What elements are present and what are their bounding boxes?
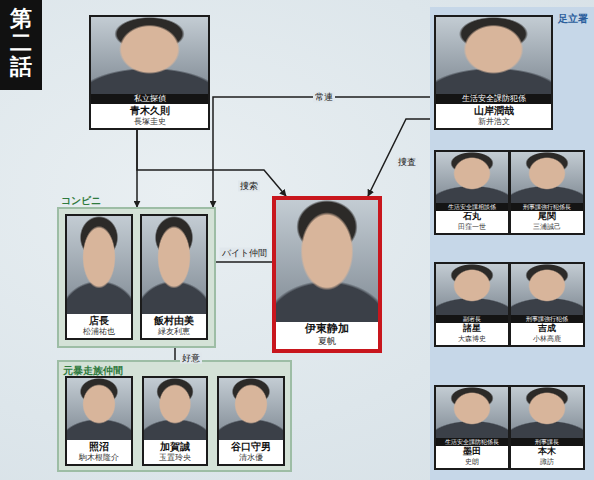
actor-name: 諏訪 [540,458,554,468]
role-label: 私立探偵 [91,94,208,103]
group-panel: 元暴走族仲間照沼駒木根隆介加賀誠玉置玲央谷口守男清水優 [57,360,292,472]
portrait-photo [511,264,583,315]
role-label: 刑事課強行犯係長 [511,203,583,211]
group-panel: コンビニ店長松浦祐也飯村由美緑友利恵 [57,207,216,348]
actor-name: 長塚圭史 [134,117,166,128]
actor-name: 夏帆 [318,336,336,349]
relation-label: 常連 [313,92,335,103]
portrait-photo [142,216,206,314]
portrait-photo [436,152,508,203]
character-card: 谷口守男清水優 [217,376,285,466]
character-card: 照沼駒木根隆介 [65,376,133,466]
actor-name: 清水優 [239,453,263,464]
relation-connector [208,261,272,263]
character-card: 副署長諸星大森博史 [434,262,510,347]
portrait-photo [67,216,131,314]
group-heading: 足立署 [558,12,588,26]
character-name: 谷口守男 [231,440,271,453]
actor-name: 新井浩文 [478,117,510,128]
character-name: 照沼 [89,440,109,453]
character-name: 尾関 [538,211,556,223]
character-card: 伊東静加夏帆 [272,196,382,353]
relation-label: 捜査 [396,156,418,167]
character-card: 刑事課強行犯係長尾関三浦誠己 [509,150,585,235]
group-panel: 足立署生活安全課防犯係山岸潤哉新井浩文生活安全課相談係石丸田窪一世刑事課強行犯係… [430,7,594,480]
relation-connector [368,119,434,196]
relation-label: 捜索 [238,181,260,192]
portrait-photo [436,387,508,438]
character-card: 生活安全課相談係石丸田窪一世 [434,150,510,235]
actor-name: 松浦祐也 [83,327,115,338]
character-card: 飯村由美緑友利恵 [140,214,208,340]
actor-name: 大森博史 [458,335,486,345]
character-name: 店長 [89,314,109,327]
relation-label: 好意 [180,353,202,364]
character-name: 加賀誠 [160,440,190,453]
actor-name: 田窪一世 [458,223,486,233]
character-card: 生活安全課防犯係山岸潤哉新井浩文 [434,15,553,130]
actor-name: 三浦誠己 [533,223,561,233]
relation-label: バイト仲間 [220,248,269,259]
actor-name: 史朗 [465,458,479,468]
character-name: 山岸潤哉 [474,104,514,117]
relation-connector [137,130,286,196]
role-label: 生活安全課防犯係 [436,94,551,103]
character-card: 刑事課長本木諏訪 [509,385,585,470]
character-card: 加賀誠玉置玲央 [142,376,208,466]
actor-name: 緑友利恵 [158,327,190,338]
actor-name: 玉置玲央 [159,453,191,464]
actor-name: 駒木根隆介 [79,453,119,464]
role-label: 副署長 [436,315,508,323]
portrait-photo [436,17,551,94]
role-label: 生活安全課防犯係長 [436,438,508,446]
character-card: 店長松浦祐也 [65,214,133,340]
role-label: 刑事課長 [511,438,583,446]
character-card: 私立探偵青木久則長塚圭史 [89,15,210,130]
portrait-photo [144,378,206,440]
character-name: 飯村由美 [154,314,194,327]
episode-title: 第二話 [10,6,32,79]
character-name: 石丸 [463,211,481,223]
portrait-photo [511,387,583,438]
character-card: 刑事課強行犯係吉成小林高鹿 [509,262,585,347]
character-card: 生活安全課防犯係長墨田史朗 [434,385,510,470]
portrait-photo [67,378,131,440]
portrait-photo [276,200,378,322]
relation-connector [213,97,434,207]
portrait-photo [219,378,283,440]
character-name: 墨田 [463,446,481,458]
character-name: 青木久則 [130,104,170,117]
character-name: 吉成 [538,323,556,335]
portrait-photo [436,264,508,315]
character-name: 諸星 [463,323,481,335]
character-name: 本木 [538,446,556,458]
actor-name: 小林高鹿 [533,335,561,345]
group-heading: コンビニ [61,194,101,208]
portrait-photo [511,152,583,203]
portrait-photo [91,17,208,94]
character-name: 伊東静加 [305,322,349,336]
episode-title-box: 第二話 [0,0,42,90]
role-label: 刑事課強行犯係 [511,315,583,323]
role-label: 生活安全課相談係 [436,203,508,211]
